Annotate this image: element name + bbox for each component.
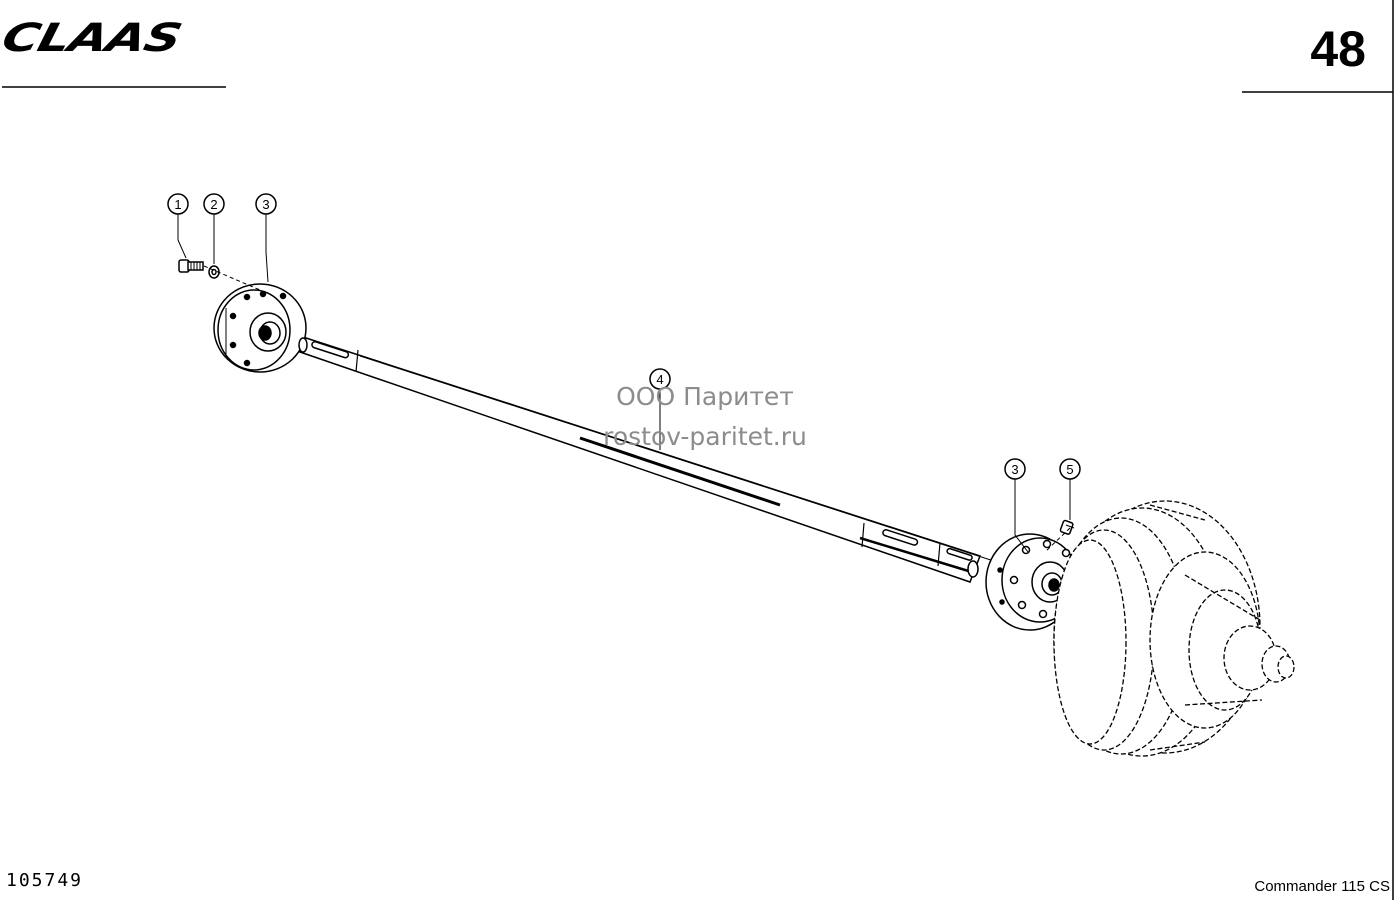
watermark-company: ООО Паритет <box>616 382 794 411</box>
grease-nipple <box>1059 519 1075 535</box>
callout-3-right: 3 <box>1004 458 1026 480</box>
callout-3-left-label: 3 <box>262 197 269 212</box>
page-number: 48 <box>1310 21 1366 77</box>
model-name: Commander 115 CS <box>1254 878 1390 895</box>
drawing-number: 105749 <box>6 870 84 891</box>
pulley-drum <box>1053 500 1295 757</box>
callout-2: 2 <box>203 193 225 215</box>
brand-logo: CLAAS <box>0 14 186 61</box>
callout-2-label: 2 <box>210 197 217 212</box>
left-flange-bearing <box>213 283 307 373</box>
watermark-website: rostov-paritet.ru <box>603 422 807 451</box>
callout-5-label: 5 <box>1066 462 1073 477</box>
assembly-axis-right <box>1044 527 1071 553</box>
callout-1-label: 1 <box>174 197 181 212</box>
assembly-axis-left <box>203 265 261 291</box>
callout-1: 1 <box>167 193 189 215</box>
callout-4: 4 <box>649 368 671 390</box>
callout-leaders <box>177 214 1071 553</box>
callout-5: 5 <box>1059 458 1081 480</box>
callout-3-left: 3 <box>255 193 277 215</box>
callout-3-right-label: 3 <box>1011 462 1018 477</box>
callout-4-label: 4 <box>656 372 663 387</box>
drive-shaft <box>298 337 1001 583</box>
bolt <box>178 259 204 273</box>
